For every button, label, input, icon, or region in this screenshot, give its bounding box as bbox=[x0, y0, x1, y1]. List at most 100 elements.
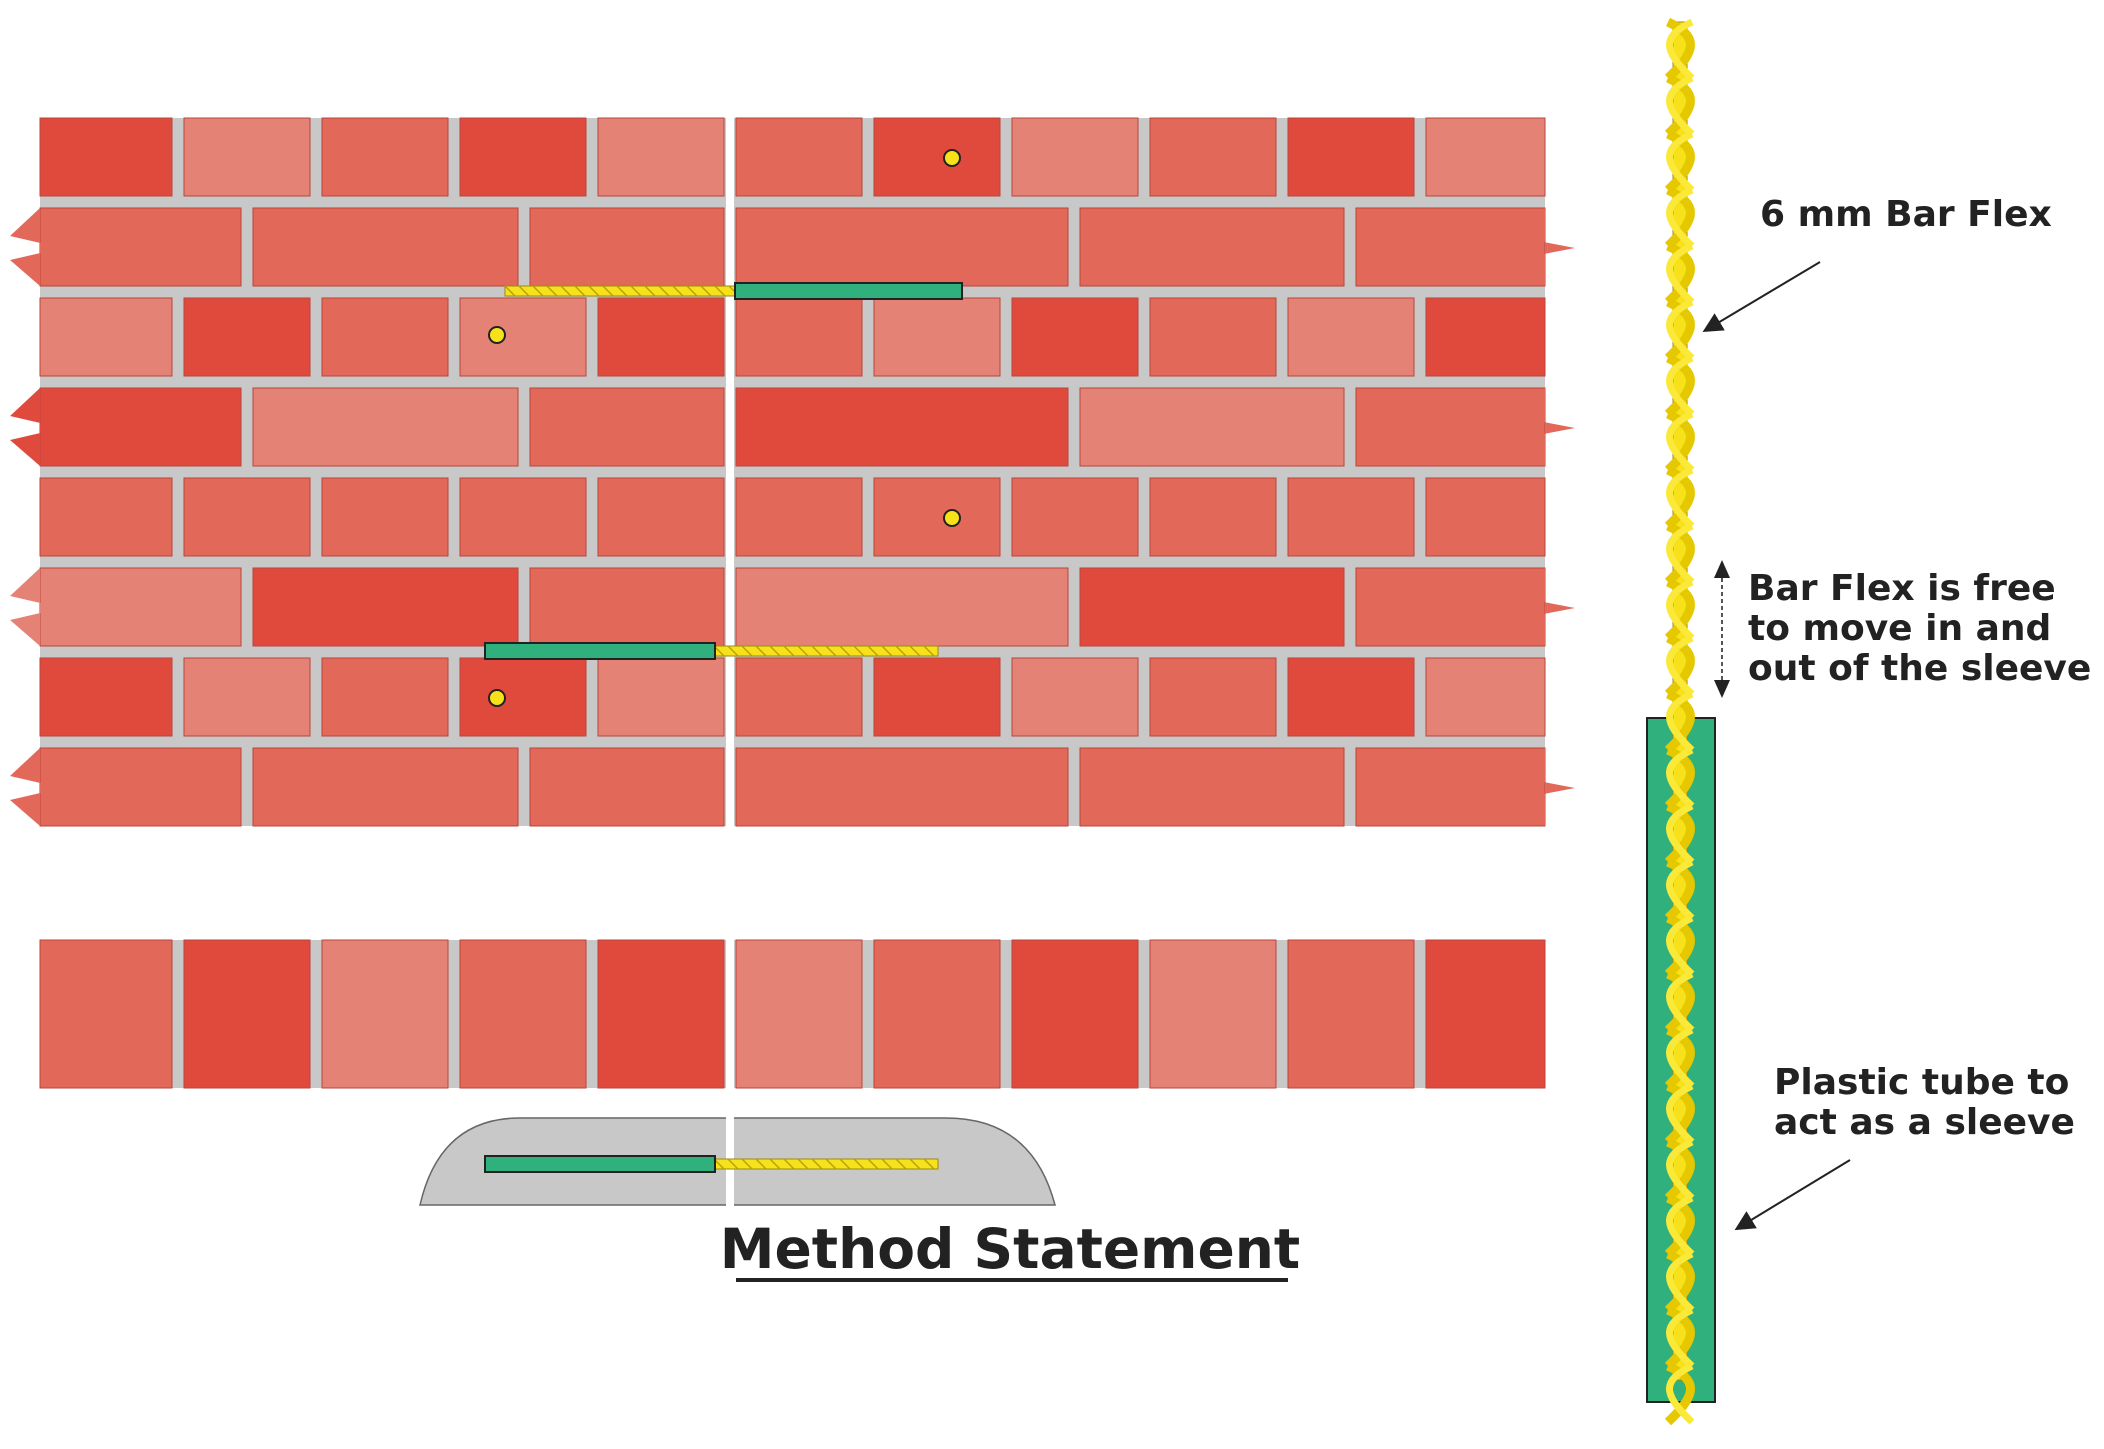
sleeve-label: Plastic tube to act as a sleeve bbox=[1774, 1062, 2075, 1143]
sleeve-arrow bbox=[1734, 1159, 1851, 1231]
bar-flex-twist bbox=[1666, 522, 1695, 585]
bar-flex-twist bbox=[909, 1158, 921, 1170]
brick bbox=[459, 117, 587, 197]
brick-header bbox=[1011, 939, 1139, 1089]
brick-header bbox=[321, 939, 449, 1089]
brick bbox=[529, 387, 725, 467]
break-line-icon bbox=[1523, 208, 1575, 286]
bar-flex-twist bbox=[769, 645, 781, 657]
bar-flex-twist bbox=[1666, 1194, 1695, 1257]
movement-joint bbox=[726, 118, 734, 826]
bar-flex-twist bbox=[853, 645, 865, 657]
brick bbox=[1011, 657, 1139, 737]
sleeve-line-1: Plastic tube to bbox=[1774, 1062, 2069, 1103]
bar-flex-twist bbox=[1664, 801, 1695, 866]
brick-header bbox=[597, 939, 725, 1089]
bar-flex-twist bbox=[560, 285, 572, 297]
bar-flex-twist bbox=[1664, 241, 1695, 306]
brick bbox=[39, 657, 173, 737]
brick bbox=[1355, 207, 1546, 287]
bar-flex-twist bbox=[1666, 186, 1695, 249]
bar-flex-twist bbox=[1664, 857, 1695, 922]
bar-flex-twist bbox=[727, 1158, 739, 1170]
brick bbox=[1079, 747, 1345, 827]
brick bbox=[873, 477, 1001, 557]
bar-flex-twist bbox=[797, 645, 809, 657]
plastic-sleeve bbox=[734, 282, 963, 300]
bar-flex-twist bbox=[1664, 17, 1695, 82]
brick-header bbox=[873, 939, 1001, 1089]
bar-flex-twist bbox=[755, 645, 767, 657]
bar-flex-twist bbox=[1666, 690, 1695, 753]
brick-header bbox=[1287, 939, 1415, 1089]
bar-flex-twist bbox=[895, 1158, 907, 1170]
brick bbox=[183, 477, 311, 557]
bar-flex-twist bbox=[1664, 129, 1695, 194]
bar-flex-twist bbox=[574, 285, 586, 297]
section-movement-joint bbox=[726, 940, 734, 1088]
bar-flex-twist bbox=[1664, 465, 1695, 530]
bar-flex-twist bbox=[839, 645, 851, 657]
bar-flex-twist bbox=[1666, 410, 1695, 473]
bar-flex-arrow bbox=[1702, 261, 1821, 333]
bar-flex-twist bbox=[1664, 745, 1695, 810]
brick bbox=[39, 207, 242, 287]
brick bbox=[597, 297, 725, 377]
brick bbox=[1355, 567, 1546, 647]
bar-flex-twist bbox=[1666, 466, 1695, 529]
bar-flex-twist bbox=[1666, 1138, 1695, 1201]
bar-flex-twist bbox=[727, 645, 739, 657]
brick bbox=[1011, 477, 1139, 557]
bar-flex-twist bbox=[1666, 634, 1695, 697]
bar-flex-twist bbox=[1666, 1250, 1695, 1313]
bar-flex-twist bbox=[1666, 858, 1695, 921]
bar-flex-twist bbox=[1666, 298, 1695, 361]
brick bbox=[321, 477, 449, 557]
bar-flex-twist bbox=[1664, 969, 1695, 1034]
brick bbox=[1149, 477, 1277, 557]
brick bbox=[321, 657, 449, 737]
bar-flex-twist bbox=[1664, 1025, 1695, 1090]
brick bbox=[735, 297, 863, 377]
brick bbox=[321, 297, 449, 377]
bar-flex-twist bbox=[1664, 1137, 1695, 1202]
brick-wall-elevation bbox=[10, 117, 1575, 827]
brick bbox=[321, 117, 449, 197]
bar-flex-twist bbox=[881, 645, 893, 657]
brick bbox=[1425, 477, 1546, 557]
break-line-icon bbox=[1523, 748, 1575, 826]
bar-flex-twist bbox=[783, 1158, 795, 1170]
bar-flex-twist bbox=[797, 1158, 809, 1170]
bar-flex-twist bbox=[825, 1158, 837, 1170]
bar-flex-twist bbox=[1666, 130, 1695, 193]
bar-flex-twist bbox=[741, 1158, 753, 1170]
plastic-sleeve bbox=[484, 1155, 716, 1173]
screw-fixing-icon bbox=[943, 509, 961, 527]
bar-flex-twist bbox=[1666, 970, 1695, 1033]
bar-flex-twist bbox=[1666, 242, 1695, 305]
bar-flex-twist bbox=[1666, 74, 1695, 137]
bar-flex-twist bbox=[825, 645, 837, 657]
brick bbox=[1287, 117, 1415, 197]
brick bbox=[1287, 657, 1415, 737]
bar-flex-twist bbox=[1666, 746, 1695, 809]
bar-flex-sleeve-detail bbox=[1646, 17, 1716, 1426]
brick bbox=[873, 117, 1001, 197]
brick bbox=[597, 117, 725, 197]
brick bbox=[873, 297, 1001, 377]
brick bbox=[1425, 117, 1546, 197]
screw-fixing-icon bbox=[488, 689, 506, 707]
brick-wall-plan-section bbox=[39, 939, 1546, 1206]
bar-flex-twist bbox=[630, 285, 642, 297]
brick bbox=[529, 207, 725, 287]
bar-flex-twist bbox=[1664, 577, 1695, 642]
free-move-line-3: out of the sleeve bbox=[1748, 648, 2091, 689]
brick bbox=[735, 117, 863, 197]
free-move-line-1: Bar Flex is free bbox=[1748, 568, 2056, 609]
brick bbox=[735, 747, 1069, 827]
brick-header bbox=[39, 939, 173, 1089]
bar-flex-twist bbox=[700, 285, 712, 297]
brick bbox=[1355, 387, 1546, 467]
bar-flex-twist bbox=[1664, 1249, 1695, 1314]
brick bbox=[39, 117, 173, 197]
